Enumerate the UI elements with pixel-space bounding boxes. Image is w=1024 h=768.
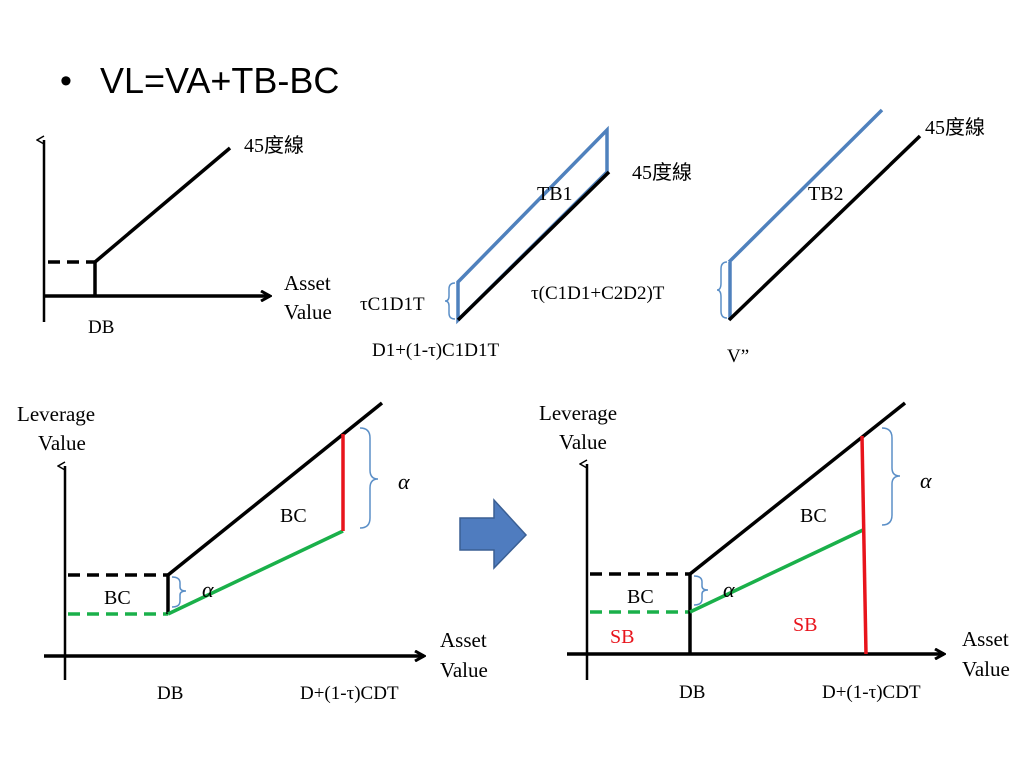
45-degree-label: 45度線 (632, 161, 692, 184)
bullet-marker: • (60, 62, 72, 100)
brace-icon (716, 261, 728, 319)
diagram-tb2: TB2 45度線 τ(C1D1+C2D2)T V” (531, 108, 985, 367)
leverage-label-line1: Leverage (17, 402, 95, 426)
tau-c1d1-c2d2-label: τ(C1D1+C2D2)T (531, 283, 665, 304)
45-degree-line (166, 401, 384, 577)
asset-label-line1: Asset (284, 271, 331, 295)
alpha-upper-label: α (920, 468, 932, 493)
alpha-lower-label: α (202, 577, 214, 602)
bc-lower-label: BC (104, 587, 131, 609)
leverage-label-line2: Value (559, 430, 607, 454)
asset-label-line2: Value (962, 657, 1010, 681)
diagram-leverage-sb: Leverage Value α α BC BC SB SB Asset Val… (539, 401, 1010, 703)
asset-label-line1: Asset (962, 627, 1009, 651)
leverage-label-line2: Value (38, 431, 86, 455)
alpha-upper-label: α (398, 469, 410, 494)
brace-icon (881, 427, 901, 526)
tb1-label: TB1 (537, 183, 573, 205)
green-value-line (689, 528, 864, 614)
green-value-line (167, 529, 344, 616)
sb-left-label: SB (610, 626, 634, 648)
diagram-leverage-bc: Leverage Value α α BC BC Asset Value DB … (17, 401, 488, 704)
asset-label-line2: Value (440, 658, 488, 682)
db-tick-label: DB (88, 317, 114, 338)
45-degree-line (456, 170, 611, 322)
tb2-label: TB2 (808, 183, 844, 205)
45-degree-label: 45度線 (244, 134, 304, 157)
diagram-tb1: TB1 45度線 τC1D1T D1+(1-τ)C1D1T (360, 125, 692, 361)
right-arrow-icon (459, 498, 528, 570)
base-label: D1+(1-τ)C1D1T (372, 340, 499, 361)
bullet-title: VL=VA+TB-BC (100, 60, 339, 101)
brace-icon (171, 576, 187, 608)
leverage-label-line1: Leverage (539, 401, 617, 425)
asset-label-line2: Value (284, 300, 332, 324)
red-gap-line (860, 435, 868, 655)
45-degree-line (688, 401, 907, 576)
brace-icon (444, 282, 456, 320)
asset-label-line1: Asset (440, 628, 487, 652)
bc-upper-label: BC (800, 505, 827, 527)
brace-icon (693, 575, 709, 606)
tau-c1d1t-label: τC1D1T (360, 294, 425, 315)
db-tick-label: DB (679, 682, 705, 703)
45-degree-label: 45度線 (925, 116, 985, 139)
tb2-blue-line (727, 108, 884, 264)
db-tick-label: DB (157, 683, 183, 704)
brace-icon (359, 427, 379, 529)
d-cdt-tick-label: D+(1-τ)CDT (300, 683, 399, 704)
bc-upper-label: BC (280, 505, 307, 527)
sb-right-label: SB (793, 614, 817, 636)
alpha-lower-label: α (723, 577, 735, 602)
bc-lower-label: BC (627, 586, 654, 608)
v-double-prime-label: V” (727, 346, 749, 367)
45-degree-line (93, 146, 232, 264)
d-cdt-tick-label: D+(1-τ)CDT (822, 682, 921, 703)
45-degree-line (727, 134, 922, 322)
diagram-45-degree-basic: 45度線 Asset Value DB (44, 134, 332, 338)
